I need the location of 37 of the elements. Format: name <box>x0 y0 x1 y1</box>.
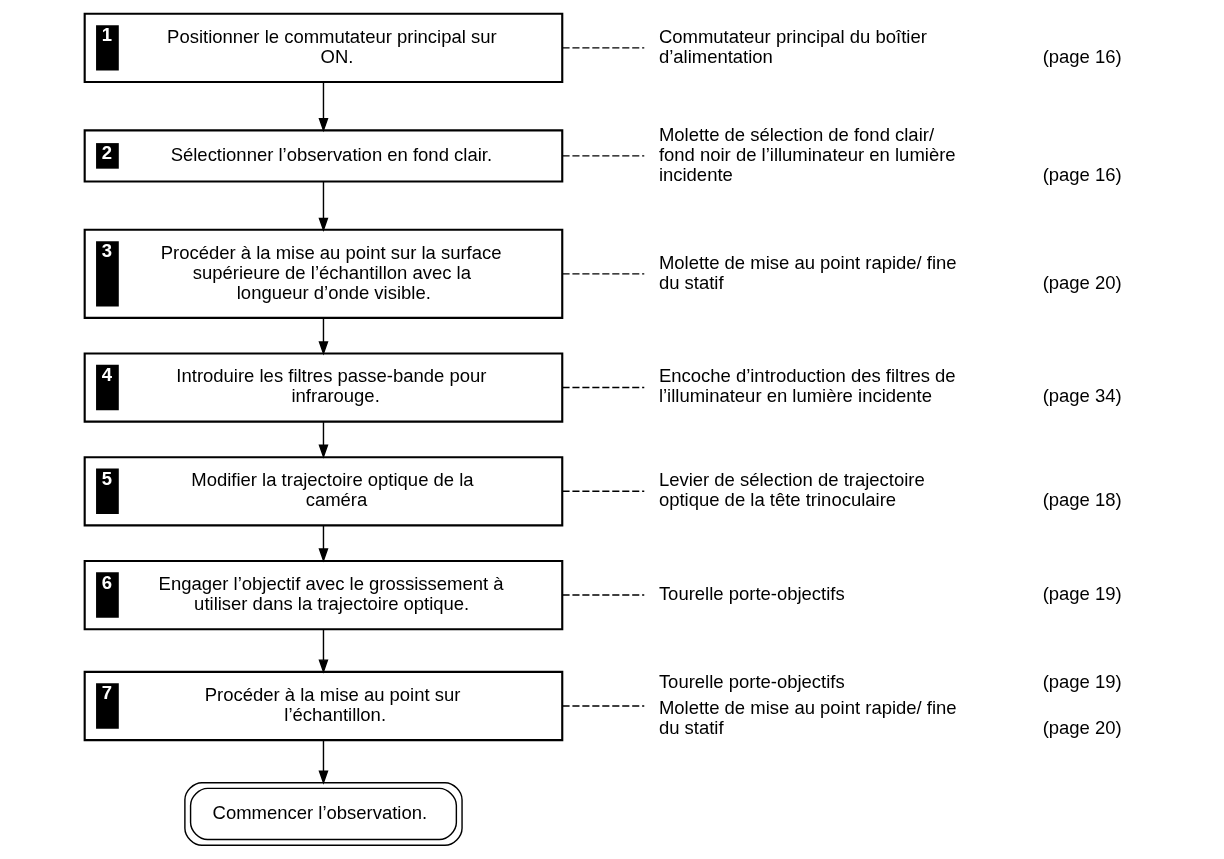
connector <box>561 273 645 275</box>
node-label: (page 20) <box>1042 271 1122 293</box>
node-text: Molette de mise au point rapide/ fine du statif <box>658 251 957 293</box>
connector <box>561 155 645 157</box>
arrow <box>318 421 329 459</box>
node-label: (page 19) <box>1042 582 1122 604</box>
node-box: 2 Sélectionner l’observation en fond clair. <box>83 129 564 183</box>
node-box: Commencer l’observation. <box>184 782 463 846</box>
arrow <box>318 525 329 563</box>
node-text: Tourelle porte-objectifs Molette de mise au point rapide/ fine du statif <box>658 671 957 738</box>
arrow <box>318 739 329 785</box>
node-label: (page 16) <box>1042 163 1122 185</box>
node-text: Tourelle porte-objectifs <box>658 582 845 604</box>
node-box: 4 Introduire les filtres passe-bande pour infrarouge. <box>83 352 564 423</box>
connector <box>561 490 645 493</box>
arrow <box>318 180 329 232</box>
node-box: 5 Modifier la trajectoire optique de la caméra <box>83 456 564 527</box>
node-label: (page 20) <box>1042 716 1122 738</box>
node-label: (page 19) <box>1042 671 1122 693</box>
node-label: (page 34) <box>1042 385 1122 407</box>
node-text: Levier de sélection de trajectoire optique de la tête trinoculaire <box>658 469 925 511</box>
arrow <box>318 317 329 356</box>
connector <box>561 705 645 707</box>
node-text: Molette de sélection de fond clair/ fond noir de l’illuminateur en lumière incidente <box>658 123 956 185</box>
node-text: Commutateur principal du boîtier d’alimentation <box>658 25 927 67</box>
arrow <box>318 628 329 674</box>
node-label: (page 16) <box>1042 45 1122 67</box>
node-box: 3 Procéder à la mise au point sur la surface supérieure de l’échantillon avec la longueur d’onde visible. <box>83 228 564 319</box>
connector <box>561 47 645 49</box>
connector <box>561 386 645 389</box>
node-box: 1 Positionner le commutateur principal sur ON. <box>83 12 564 84</box>
arrow <box>318 81 329 133</box>
node-box: 6 Engager l’objectif avec le grossissement à utiliser dans la trajectoire optique. <box>83 559 564 631</box>
node-text: Encoche d’introduction des filtres de l’illuminateur en lumière incidente <box>658 365 956 407</box>
node-box: 7 Procéder à la mise au point sur l’échantillon. <box>83 670 564 742</box>
node-label: (page 18) <box>1042 489 1122 511</box>
connector <box>561 594 645 596</box>
